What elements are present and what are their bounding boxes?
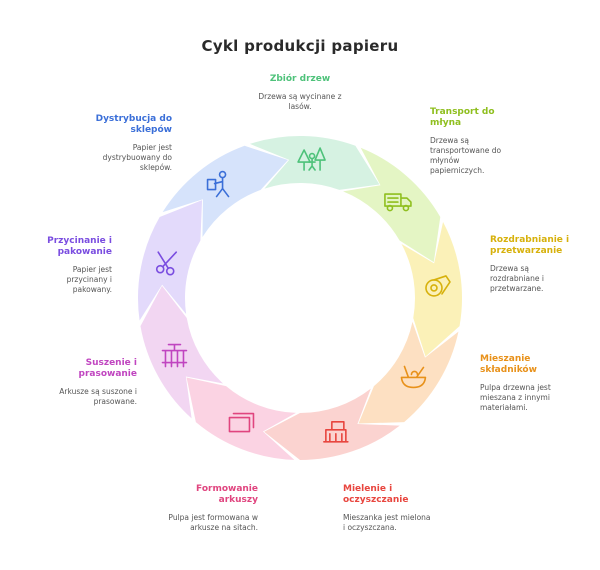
step-title: Formowanie arkuszy xyxy=(196,484,258,505)
cycle-arrow-segment xyxy=(343,147,441,263)
step-label-mieszanie: Mieszanie składników Pulpa drzewna jest … xyxy=(480,354,580,413)
step-label-transport: Transport do młyna Drzewa są transportow… xyxy=(430,107,515,176)
step-description: Papier jest dystrybuowany do sklepów. xyxy=(102,143,172,172)
trees-person-icon xyxy=(297,147,326,171)
step-title: Rozdrabnianie i przetwarzanie xyxy=(490,235,570,256)
step-label-zbior-drzew: Zbiór drzew Drzewa są wycinane z lasów. xyxy=(245,74,355,112)
cycle-arrow-segment xyxy=(138,200,203,321)
paper-roll-icon xyxy=(425,275,451,297)
step-label-rozdrabnianie: Rozdrabnianie i przetwarzanie Drzewa są … xyxy=(490,235,575,294)
grinder-icon xyxy=(323,420,349,443)
step-description: Drzewa są transportowane do młynów papie… xyxy=(430,136,502,175)
scissors-icon xyxy=(155,251,178,276)
step-description: Pulpa jest formowana w arkusze na sitach… xyxy=(168,513,258,532)
step-title: Suszenie i prasowanie xyxy=(78,358,137,379)
step-description: Drzewa są rozdrabniane i przetwarzane. xyxy=(490,264,544,293)
step-label-przycinanie: Przycinanie i pakowanie Papier jest przy… xyxy=(40,236,112,295)
step-label-mielenie: Mielenie i oczyszczanie Mieszanka jest m… xyxy=(343,484,433,533)
step-description: Pulpa drzewna jest mieszana z innymi mat… xyxy=(480,383,551,412)
cycle-arrow-segment xyxy=(186,377,296,460)
cycle-arrow-segment xyxy=(358,321,459,424)
diagram-title: Cykl produkcji papieru xyxy=(201,37,399,55)
step-description: Arkusze są suszone i prasowane. xyxy=(59,387,137,406)
paper-sheets-icon xyxy=(228,412,255,433)
step-title: Przycinanie i pakowanie xyxy=(47,236,112,257)
step-title: Mielenie i oczyszczanie xyxy=(343,484,409,505)
step-label-suszenie: Suszenie i prasowanie Arkusze są suszone… xyxy=(55,358,137,407)
truck-icon xyxy=(384,193,412,212)
step-title: Zbiór drzew xyxy=(269,74,331,84)
step-title: Mieszanie składników xyxy=(480,354,537,375)
step-label-formowanie: Formowanie arkuszy Pulpa jest formowana … xyxy=(168,484,258,533)
dryer-rack-icon xyxy=(161,343,188,368)
mixing-bowl-icon xyxy=(400,365,427,389)
cycle-arrow-segment xyxy=(140,285,224,419)
step-description: Mieszanka jest mielona i oczyszczana. xyxy=(343,513,431,532)
step-title: Dystrybucja do sklepów xyxy=(95,114,172,135)
step-title: Transport do młyna xyxy=(430,107,495,128)
delivery-person-icon xyxy=(206,170,230,198)
step-label-dystrybucja: Dystrybucja do sklepów Papier jest dystr… xyxy=(90,114,172,173)
step-description: Drzewa są wycinane z lasów. xyxy=(258,92,342,111)
step-description: Papier jest przycinany i pakowany. xyxy=(66,265,112,294)
cycle-arrow-segment xyxy=(249,136,380,190)
